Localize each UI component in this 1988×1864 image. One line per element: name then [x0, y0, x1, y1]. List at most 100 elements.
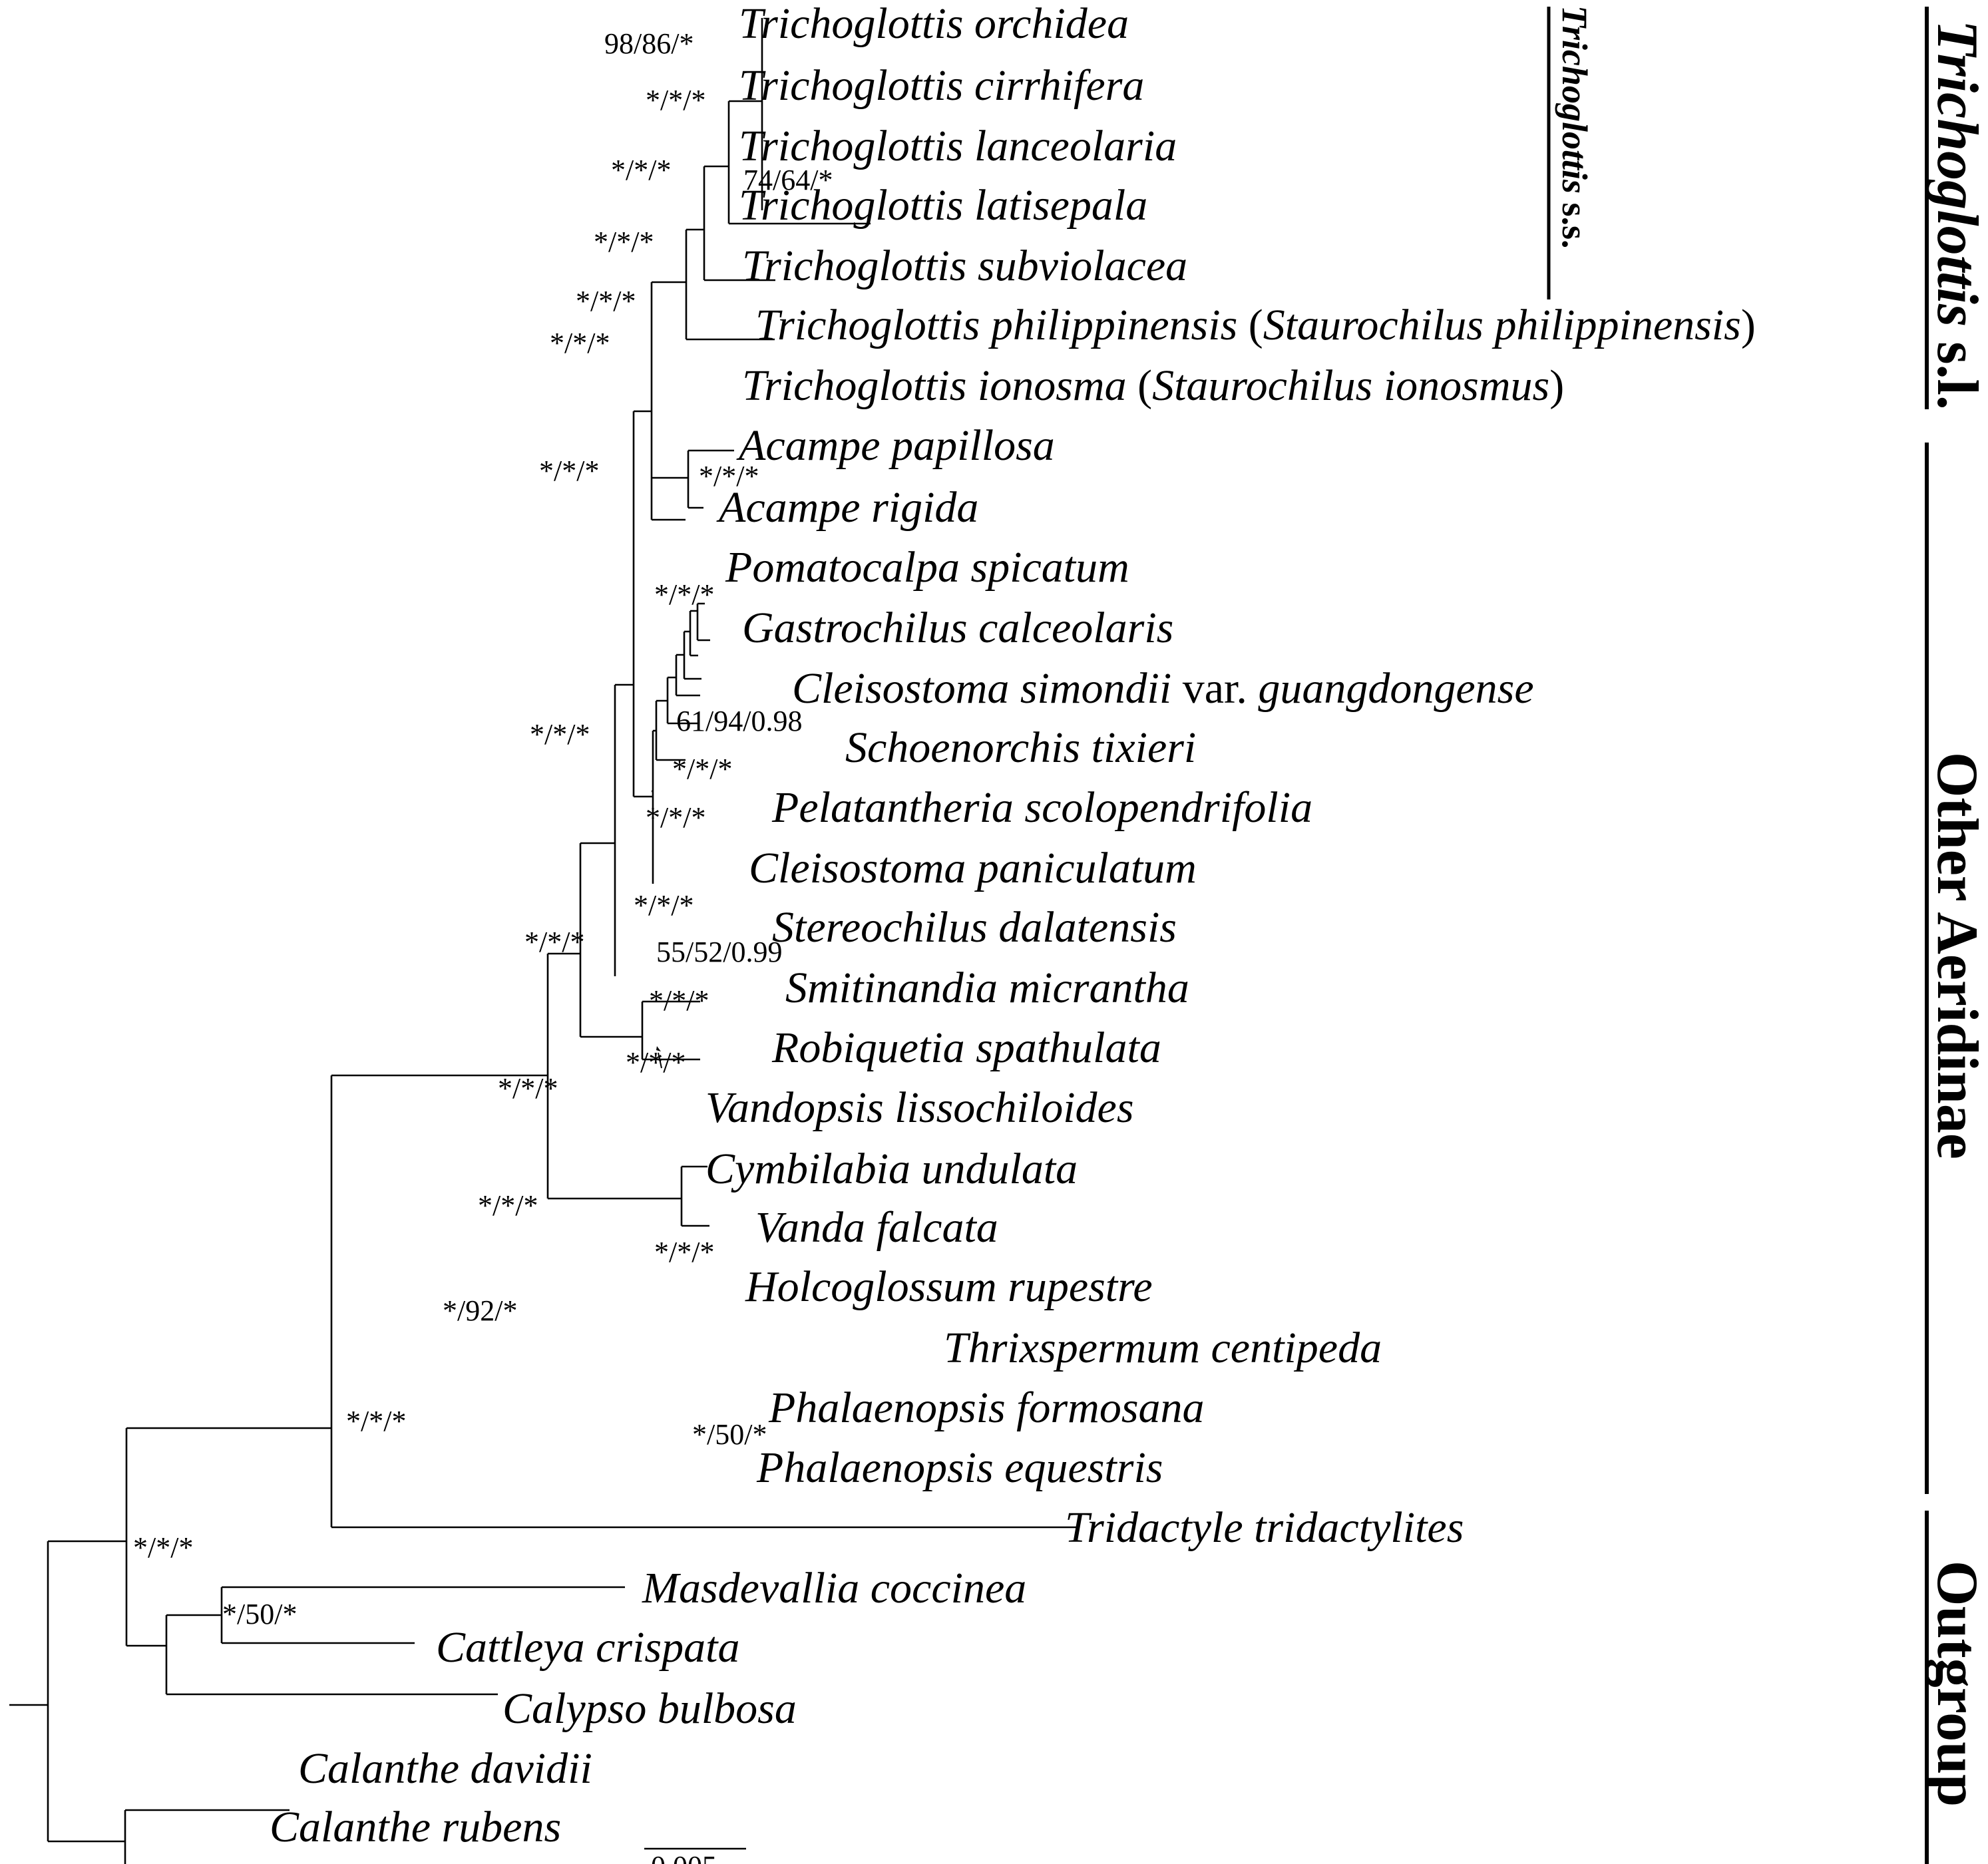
- clade-label-other-aeridinae: Other Aeridinae: [1925, 752, 1988, 1159]
- support-value: */*/*: [576, 285, 636, 317]
- taxon-label: Trichoglottis latisepala: [739, 181, 1147, 230]
- taxon-italic: Calanthe rubens: [270, 1803, 561, 1851]
- support-values: 98/86/* */*/* 74/64/* */*/* */*/* */*/* …: [133, 27, 833, 1630]
- taxon-italic: Schoenorchis tixieri: [845, 723, 1196, 772]
- support-value: 74/64/*: [743, 164, 833, 196]
- taxon-italic: Masdevallia coccinea: [642, 1564, 1026, 1612]
- taxon-italic2: Staurochilus ionosmus: [1152, 361, 1549, 410]
- taxon-italic: Holcoglossum rupestre: [745, 1262, 1153, 1311]
- tree-branches: [9, 18, 1077, 1864]
- taxon-italic: Trichoglottis orchidea: [739, 0, 1129, 48]
- support-value: */*/*: [654, 578, 714, 611]
- taxon-italic: Trichoglottis latisepala: [739, 181, 1147, 230]
- clade-label-trichoglottis-ss: Trichoglottis s.s.: [1555, 5, 1595, 249]
- taxon-label: Stereochilus dalatensis: [772, 903, 1177, 952]
- taxon-italic: Vanda falcata: [755, 1203, 998, 1252]
- taxon-label: Smitinandia micrantha: [785, 964, 1189, 1012]
- taxon-label: Phalaenopsis formosana: [768, 1384, 1205, 1432]
- support-value: */50/*: [222, 1598, 297, 1630]
- taxon-italic: Acampe rigida: [716, 483, 978, 532]
- support-value: */50/*: [692, 1418, 767, 1451]
- taxon-label: Trichoglottis cirrhifera: [739, 61, 1144, 110]
- taxon-label: Vanda falcata: [755, 1203, 998, 1252]
- taxon-italic: Thrixspermum centipeda: [944, 1324, 1382, 1372]
- taxon-label: Pelatantheria scolopendrifolia: [771, 783, 1312, 832]
- taxon-italic: Phalaenopsis equestris: [756, 1443, 1163, 1492]
- support-value: */*/*: [646, 801, 705, 834]
- taxon-italic: Trichoglottis philippinensis: [755, 301, 1237, 349]
- taxon-label: Cleisostoma paniculatum: [749, 844, 1197, 892]
- taxon-label: Masdevallia coccinea: [642, 1564, 1026, 1612]
- taxon-italic: Cymbilabia undulata: [705, 1145, 1078, 1193]
- taxon-label: Cattleya crispata: [436, 1623, 739, 1672]
- support-value: */*/*: [550, 327, 610, 359]
- taxon-label: Cymbilabia undulata: [705, 1145, 1078, 1193]
- taxon-label: Pomatocalpa spicatum: [725, 543, 1129, 592]
- taxon-label: Acampe papillosa: [736, 421, 1055, 470]
- taxon-label: Cleisostoma simondii var. guangdongense: [792, 664, 1534, 713]
- taxon-label: Trichoglottis philippinensis (Staurochil…: [755, 301, 1756, 349]
- taxon-label: Calanthe rubens: [270, 1803, 561, 1851]
- taxon-italic: Calanthe davidii: [298, 1744, 592, 1793]
- taxa-labels: Trichoglottis orchidea Trichoglottis cir…: [270, 0, 1756, 1851]
- taxon-italic: Gastrochilus calceolaris: [742, 604, 1173, 652]
- taxon-label: Thrixspermum centipeda: [944, 1324, 1382, 1372]
- taxon-plain: (: [1127, 361, 1152, 410]
- taxon-italic: Trichoglottis subviolacea: [742, 242, 1187, 290]
- support-value: */*/*: [346, 1405, 406, 1437]
- support-value: */*/*: [611, 154, 671, 186]
- taxon-label: Trichoglottis ionosma (Staurochilus iono…: [742, 361, 1564, 410]
- taxon-label: Phalaenopsis equestris: [756, 1443, 1163, 1492]
- support-value: 55/52/0.99: [656, 936, 782, 968]
- support-value: */*/*: [634, 889, 694, 922]
- taxon-italic: Cleisostoma simondii: [792, 664, 1171, 713]
- taxon-plain: var.: [1171, 664, 1258, 713]
- support-value: */*/*: [654, 1236, 714, 1268]
- taxon-italic: Stereochilus dalatensis: [772, 903, 1177, 952]
- taxon-label: Gastrochilus calceolaris: [742, 604, 1173, 652]
- taxon-label: Tridactyle tridactylites: [1065, 1503, 1464, 1552]
- taxon-italic2: Staurochilus philippinensis: [1263, 301, 1741, 349]
- support-value: 61/94/0.98: [676, 705, 802, 737]
- taxon-italic: Acampe papillosa: [736, 421, 1055, 470]
- taxon-label: Calanthe davidii: [298, 1744, 592, 1793]
- support-value: */*/*: [498, 1072, 558, 1105]
- support-value: */*/*: [133, 1531, 193, 1564]
- taxon-label: Acampe rigida: [716, 483, 978, 532]
- support-value: */*/*: [672, 753, 732, 785]
- scale-bar-label: 0.005: [651, 1850, 717, 1864]
- taxon-italic: Pelatantheria scolopendrifolia: [771, 783, 1312, 832]
- scale-bar: 0.005: [644, 1847, 746, 1864]
- clade-label-trichoglottis-sl: Trichoglottis s.l.: [1925, 20, 1988, 410]
- support-value: */*/*: [524, 926, 584, 958]
- taxon-label: Robiquetia spathulata: [771, 1024, 1161, 1072]
- taxon-label: Holcoglossum rupestre: [745, 1262, 1153, 1311]
- taxon-italic: Trichoglottis ionosma: [742, 361, 1127, 410]
- support-value: 98/86/*: [604, 27, 694, 60]
- support-value: */*/*: [649, 984, 709, 1017]
- support-value: */*/*: [699, 460, 759, 492]
- taxon-label: Schoenorchis tixieri: [845, 723, 1196, 772]
- taxon-label: Trichoglottis subviolacea: [742, 242, 1187, 290]
- support-value: */*/*: [539, 455, 599, 487]
- taxon-italic2: guangdongense: [1258, 664, 1533, 713]
- taxon-label: Vandopsis lissochiloides: [705, 1083, 1134, 1132]
- pointer-arrow: [656, 1046, 662, 1069]
- clade-label-outgroup: Outgroup: [1925, 1561, 1988, 1807]
- taxon-tail: ): [1741, 301, 1756, 349]
- taxon-italic: Trichoglottis lanceolaria: [739, 122, 1177, 170]
- clade-annotations: Trichoglottis s.s. Trichoglottis s.l. Ot…: [1547, 5, 1988, 1864]
- taxon-italic: Cleisostoma paniculatum: [749, 844, 1197, 892]
- taxon-italic: Pomatocalpa spicatum: [725, 543, 1129, 592]
- taxon-italic: Vandopsis lissochiloides: [705, 1083, 1134, 1132]
- taxon-italic: Robiquetia spathulata: [771, 1024, 1161, 1072]
- taxon-label: Calypso bulbosa: [502, 1684, 797, 1733]
- support-value: */*/*: [646, 84, 705, 116]
- taxon-label: Trichoglottis orchidea: [739, 0, 1129, 48]
- taxon-plain: (: [1237, 301, 1263, 349]
- support-value: */*/*: [478, 1189, 538, 1222]
- taxon-tail: ): [1549, 361, 1564, 410]
- taxon-italic: Tridactyle tridactylites: [1065, 1503, 1464, 1552]
- taxon-italic: Smitinandia micrantha: [785, 964, 1189, 1012]
